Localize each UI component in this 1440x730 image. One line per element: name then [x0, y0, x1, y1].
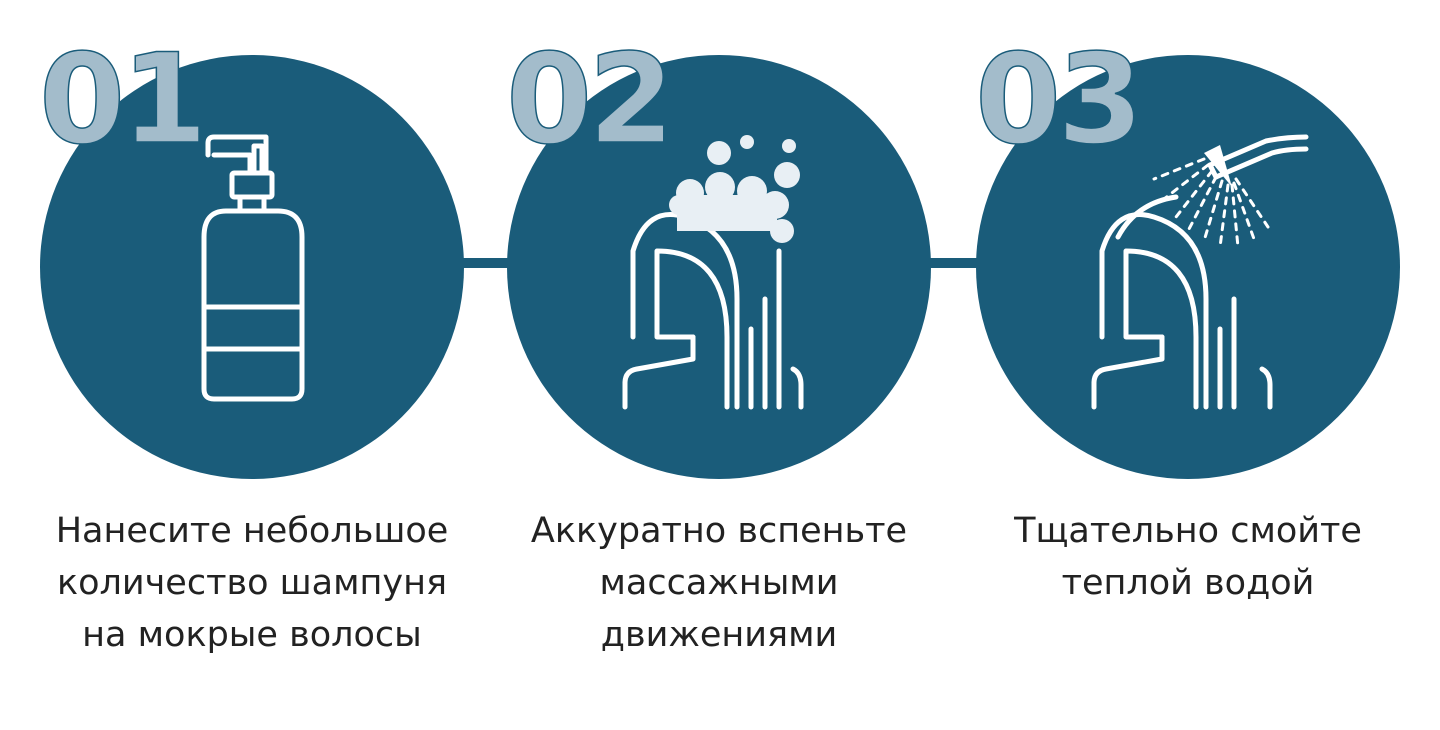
svg-text:03: 03	[975, 28, 1140, 172]
head-foam-icon	[622, 135, 804, 410]
head-shower-icon	[1091, 134, 1309, 410]
step-2-caption: Аккуратно вспеньте массажными движениями	[530, 511, 908, 655]
svg-text:02: 02	[506, 28, 671, 172]
step-1-caption: Нанесите небольшое количество шампуня на…	[55, 511, 449, 655]
step-3-circle	[976, 55, 1400, 479]
step-2-number: 02	[505, 27, 675, 173]
pump-bottle-icon	[201, 134, 305, 402]
step-1-number: 01	[38, 27, 208, 173]
step-3-number: 03	[974, 27, 1144, 173]
step-1: 01 Нанесите небольшое количество шампуня…	[17, 0, 487, 730]
connector-line-1-2	[455, 258, 515, 268]
step-2: 02 Аккуратно вспеньте массажными движени…	[484, 0, 954, 730]
step-3-caption: Тщательно смойте теплой водой	[1014, 511, 1362, 603]
svg-text:01: 01	[39, 28, 204, 172]
connector-line-2-3	[925, 258, 985, 268]
step-1-circle	[40, 55, 464, 479]
step-3: 03 Тщательно смойте теплой водой	[953, 0, 1423, 730]
step-2-circle	[507, 55, 931, 479]
